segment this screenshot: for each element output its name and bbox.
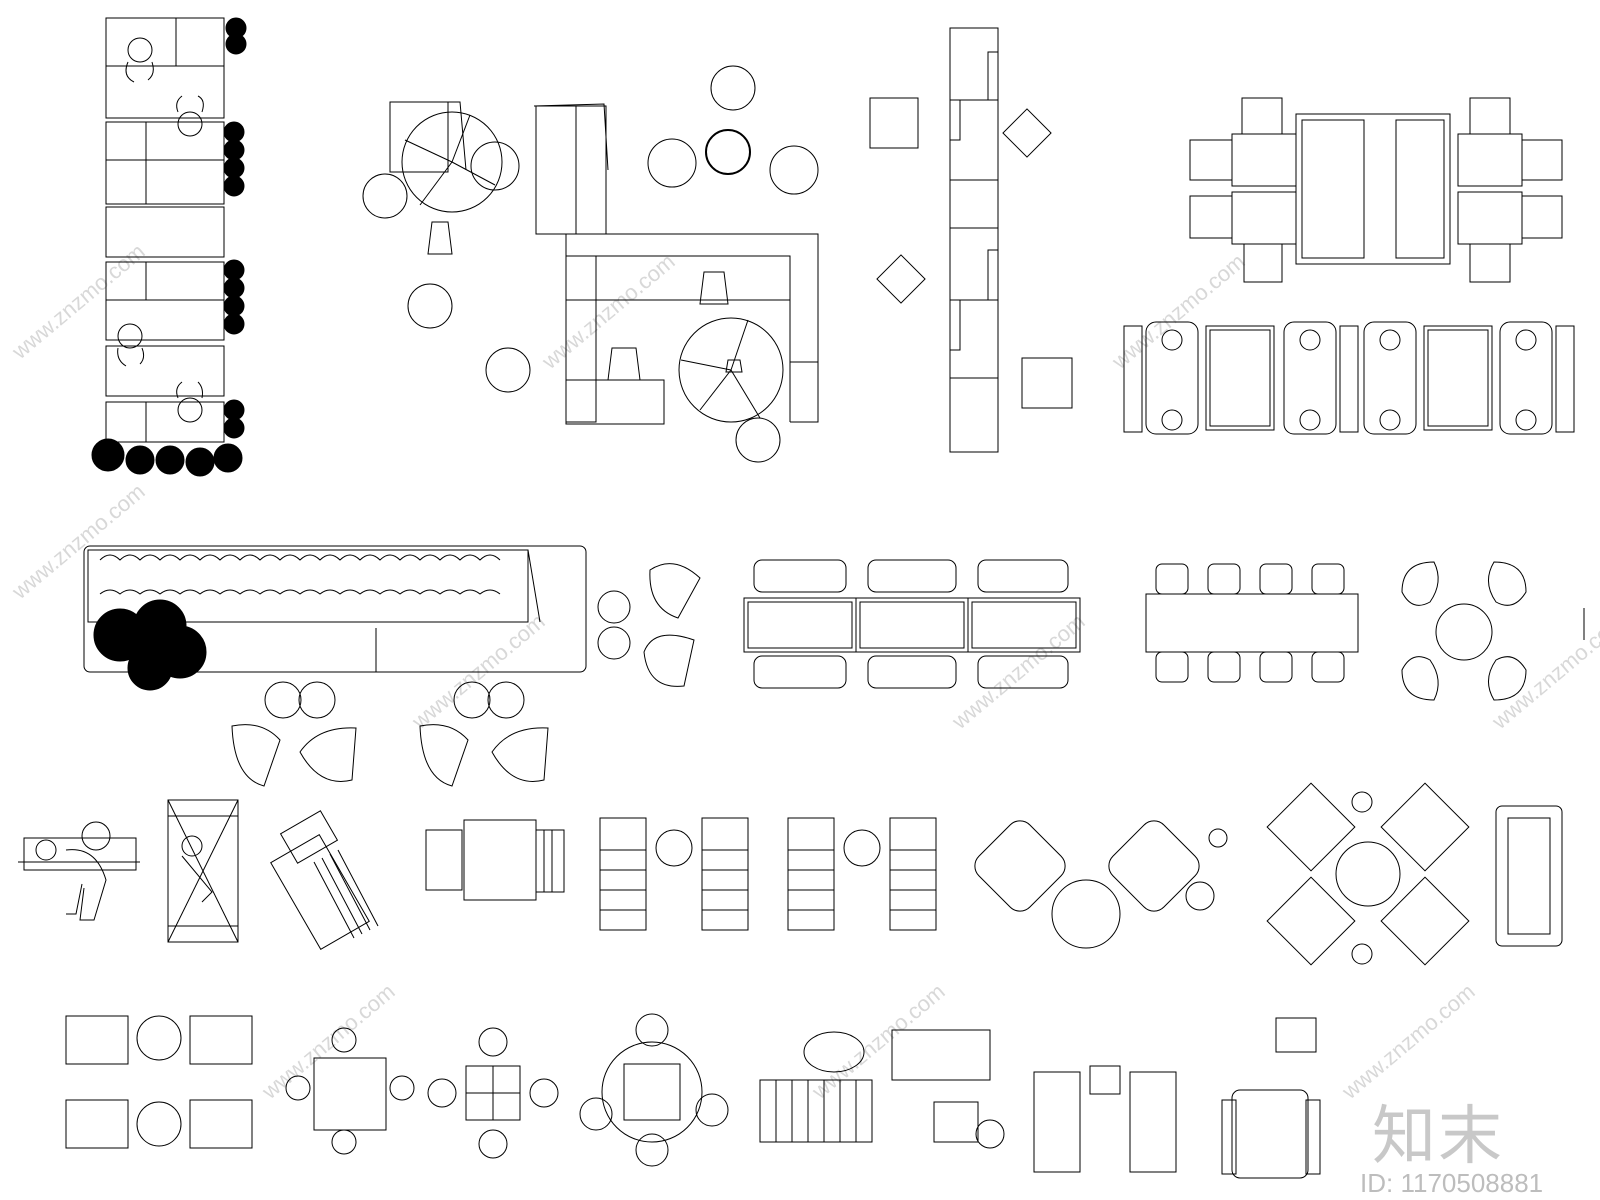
sofa-vertical xyxy=(1495,805,1563,947)
watermark-text: www.znzmo.com xyxy=(256,979,399,1105)
watermark-text: www.znzmo.com xyxy=(806,979,949,1105)
lounger-with-side-table xyxy=(759,1031,873,1143)
dining-set-large xyxy=(1189,97,1563,283)
park-bench-with-people xyxy=(18,821,140,921)
umbrella-icon xyxy=(401,111,503,213)
umbrella-table-group xyxy=(362,101,531,393)
planter-bench xyxy=(83,545,587,691)
person-seated xyxy=(125,37,154,83)
recliner-chair xyxy=(1221,1017,1321,1179)
round-table-4-chairs xyxy=(1401,561,1585,701)
l-sofa-umbrella-group xyxy=(533,103,819,463)
dining-table-8 xyxy=(1145,563,1359,683)
person-seated xyxy=(176,95,204,137)
watermark-text: www.znzmo.com xyxy=(6,479,149,605)
four-armchairs-round-table xyxy=(1266,782,1470,966)
twin-loungers xyxy=(599,817,937,931)
sun-lounger-angled xyxy=(270,810,379,950)
bench-and-objects xyxy=(891,1029,1005,1149)
armchair-pair-round-table xyxy=(974,820,1228,949)
daybed xyxy=(425,819,565,901)
square-table-4-stools xyxy=(427,1027,559,1159)
watermark-text: www.znzmo.com xyxy=(536,249,679,375)
modular-sofa xyxy=(743,559,1081,689)
watermark-text: www.znzmo.com xyxy=(1106,249,1249,375)
shrub-icon xyxy=(91,17,247,477)
umbrella-icon xyxy=(678,317,784,423)
sofa-set-row xyxy=(1123,321,1575,435)
lounge-set-grid xyxy=(65,1015,253,1149)
watermark-text: www.znzmo.com xyxy=(1486,609,1600,735)
round-game-table xyxy=(579,1013,729,1167)
round-stools xyxy=(647,65,819,195)
person-seated xyxy=(117,323,145,367)
game-table-square xyxy=(285,1027,415,1155)
brand-logo-text: 知末 xyxy=(1372,1100,1504,1174)
lounger-with-person xyxy=(167,799,239,943)
bench-row-with-people xyxy=(91,17,247,477)
chair-icon xyxy=(1189,97,1563,283)
tree-icon xyxy=(93,599,207,691)
side-tables-and-chairs xyxy=(231,563,701,787)
image-id-label: ID: 1170508881 xyxy=(1360,1168,1544,1198)
lounge-chair-icon xyxy=(231,724,549,787)
stool-column xyxy=(869,27,1073,453)
double-lounger-planter xyxy=(1033,1065,1177,1173)
person-seated xyxy=(176,381,203,423)
